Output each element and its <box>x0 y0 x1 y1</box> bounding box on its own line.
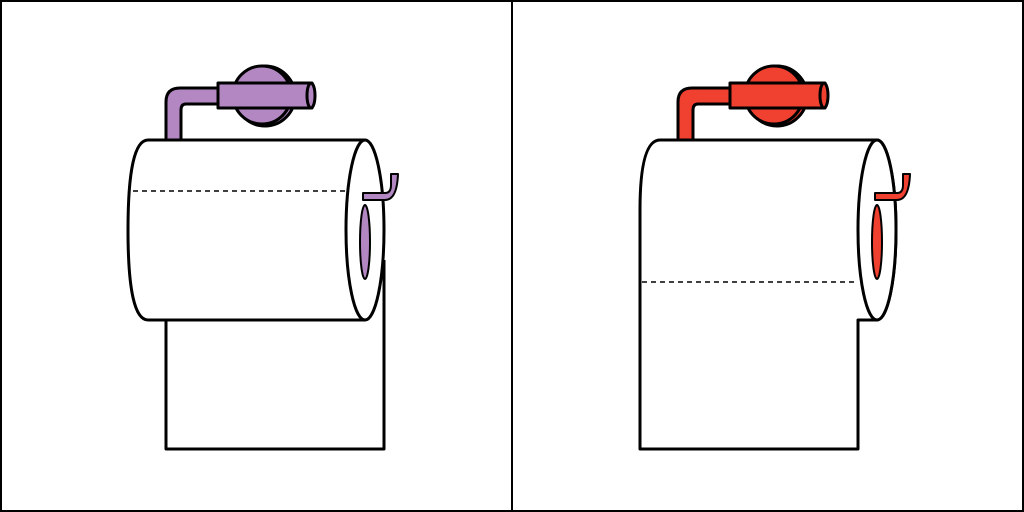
panel-under <box>638 64 911 451</box>
holder-spindle-slot <box>871 204 883 280</box>
holder-hook <box>874 173 911 201</box>
holder-bar-end <box>818 81 830 110</box>
holder-spindle-slot <box>359 204 371 280</box>
roll-body-and-hanging-sheet <box>638 138 879 451</box>
holder-bar <box>728 81 827 110</box>
roll-body <box>126 138 367 322</box>
panel-over <box>126 64 399 451</box>
holder-bar <box>216 81 314 110</box>
holder-hook <box>362 173 399 201</box>
holder-bar-end <box>305 81 317 110</box>
